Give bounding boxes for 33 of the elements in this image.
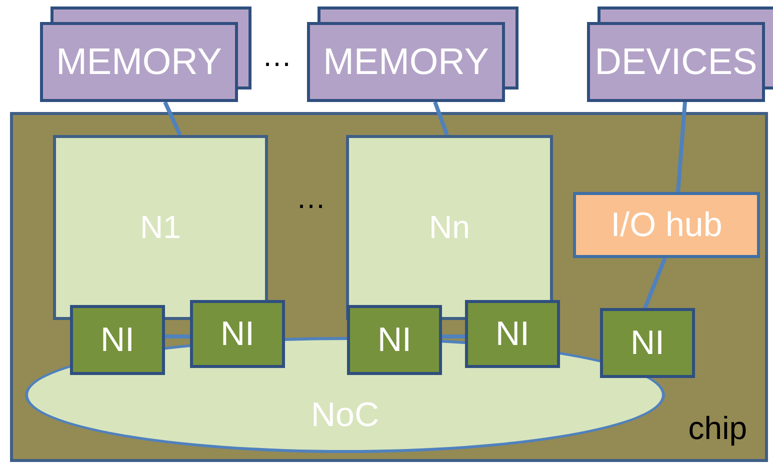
node-label: N1 [140,209,181,246]
node-label: I/O hub [610,206,722,244]
core-box [53,135,268,320]
node-label: NI [220,314,254,354]
ellipsis-label: … [262,40,292,74]
network-interface-box [465,300,560,368]
node-label: Nn [429,209,470,246]
connector-line [163,101,182,136]
connector-line [165,334,190,338]
network-interface-box [70,305,165,375]
chip-boundary [10,112,768,462]
node-label: NoC [310,396,380,434]
network-interface-box [190,300,285,368]
node-label: NI [100,320,134,360]
connector-line [676,102,687,192]
memory-box [40,22,238,102]
memory-box [307,22,505,102]
network-interface-box [347,305,442,375]
node-label: MEMORY [323,41,489,83]
node-label: NI [496,314,530,354]
network-interface-box [600,308,695,378]
node-label: NI [378,320,412,360]
core-box [346,135,553,320]
node-label: DEVICES [594,41,758,83]
node-label: MEMORY [56,41,222,83]
chip-label: chip [688,410,747,447]
device-box [587,22,765,102]
connector-line [643,257,667,309]
node-label: NI [630,324,664,362]
connector-line [433,101,449,136]
connector-line [442,334,465,338]
io-hub-box [573,192,760,258]
ellipsis-label: … [296,182,326,216]
